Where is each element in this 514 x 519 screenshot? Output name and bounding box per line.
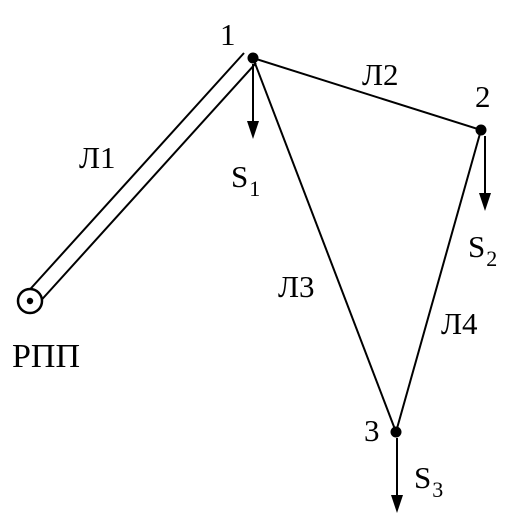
line-l4 [395, 129, 482, 433]
supply-point-icon [16, 287, 44, 315]
load-arrow-s2 [479, 136, 491, 211]
load-arrow-s3 [391, 438, 403, 513]
load-arrow-s2-head [479, 193, 491, 211]
line-l1 [23, 52, 257, 307]
line-l3-label: Л3 [278, 269, 315, 304]
node-1-dot [247, 52, 259, 64]
supply-point-dot [26, 297, 34, 305]
load-s2-label: S2 [468, 229, 497, 271]
line-l1-lower-stroke [35, 62, 257, 307]
load-s1-symbol: S [231, 159, 248, 194]
line-l2-label: Л2 [362, 57, 399, 92]
load-arrow-s1-head [247, 121, 259, 139]
load-s2-subscript: 2 [486, 246, 497, 271]
load-s3-symbol: S [414, 460, 431, 495]
load-s1-subscript: 1 [249, 176, 260, 201]
load-s3-subscript: 3 [432, 477, 443, 502]
load-s1-label: S1 [231, 159, 260, 201]
line-l4-label: Л4 [441, 306, 478, 341]
load-arrow-s3-head [391, 495, 403, 513]
node-1-label: 1 [220, 17, 236, 52]
load-s3-label: S3 [414, 460, 443, 502]
source-label: РПП [12, 338, 80, 375]
node-2-dot [475, 124, 487, 136]
node-3-label: 3 [364, 413, 380, 448]
line-l1-label: Л1 [79, 140, 116, 175]
line-l1-upper-stroke [23, 52, 245, 297]
line-l2 [252, 57, 482, 131]
node-2-label: 2 [475, 79, 491, 114]
line-l3 [252, 57, 397, 433]
node-3-dot [390, 426, 402, 438]
load-arrow-s1 [247, 64, 259, 139]
load-s2-symbol: S [468, 229, 485, 264]
